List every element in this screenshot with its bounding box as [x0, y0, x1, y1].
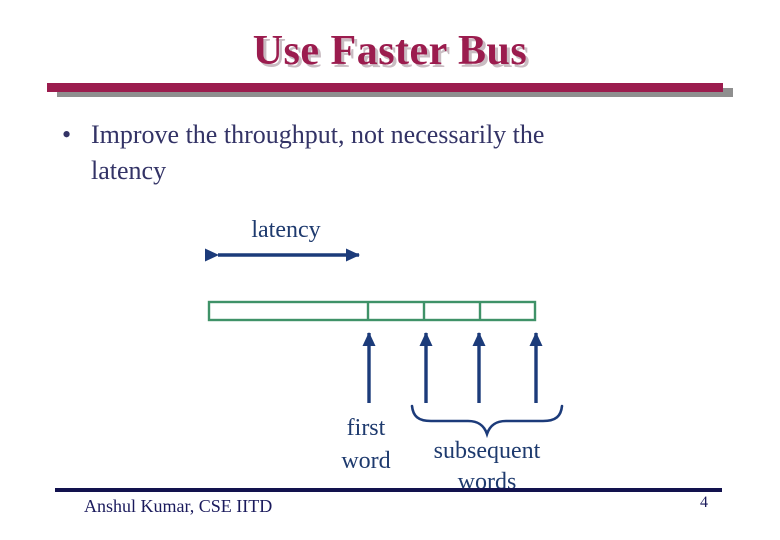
page-number: 4 — [700, 494, 708, 511]
bullet-text: Improve the throughput, not necessarily … — [91, 120, 545, 185]
footer-line — [55, 488, 722, 492]
bullet-icon: • — [62, 120, 72, 149]
slide-title: Use Faster Bus — [252, 28, 528, 74]
latency-label: latency — [251, 217, 321, 243]
word-arrows — [362, 332, 543, 403]
title-rule-shadow — [57, 88, 733, 97]
footer-author: Anshul Kumar, CSE IITD — [84, 496, 273, 516]
bullet-item: • Improve the throughput, not necessaril… — [62, 117, 712, 189]
first-word-label: first word — [341, 415, 391, 474]
subsequent-words-brace — [410, 404, 564, 439]
title-rule — [47, 83, 723, 92]
bus-rectangle — [207, 300, 537, 322]
